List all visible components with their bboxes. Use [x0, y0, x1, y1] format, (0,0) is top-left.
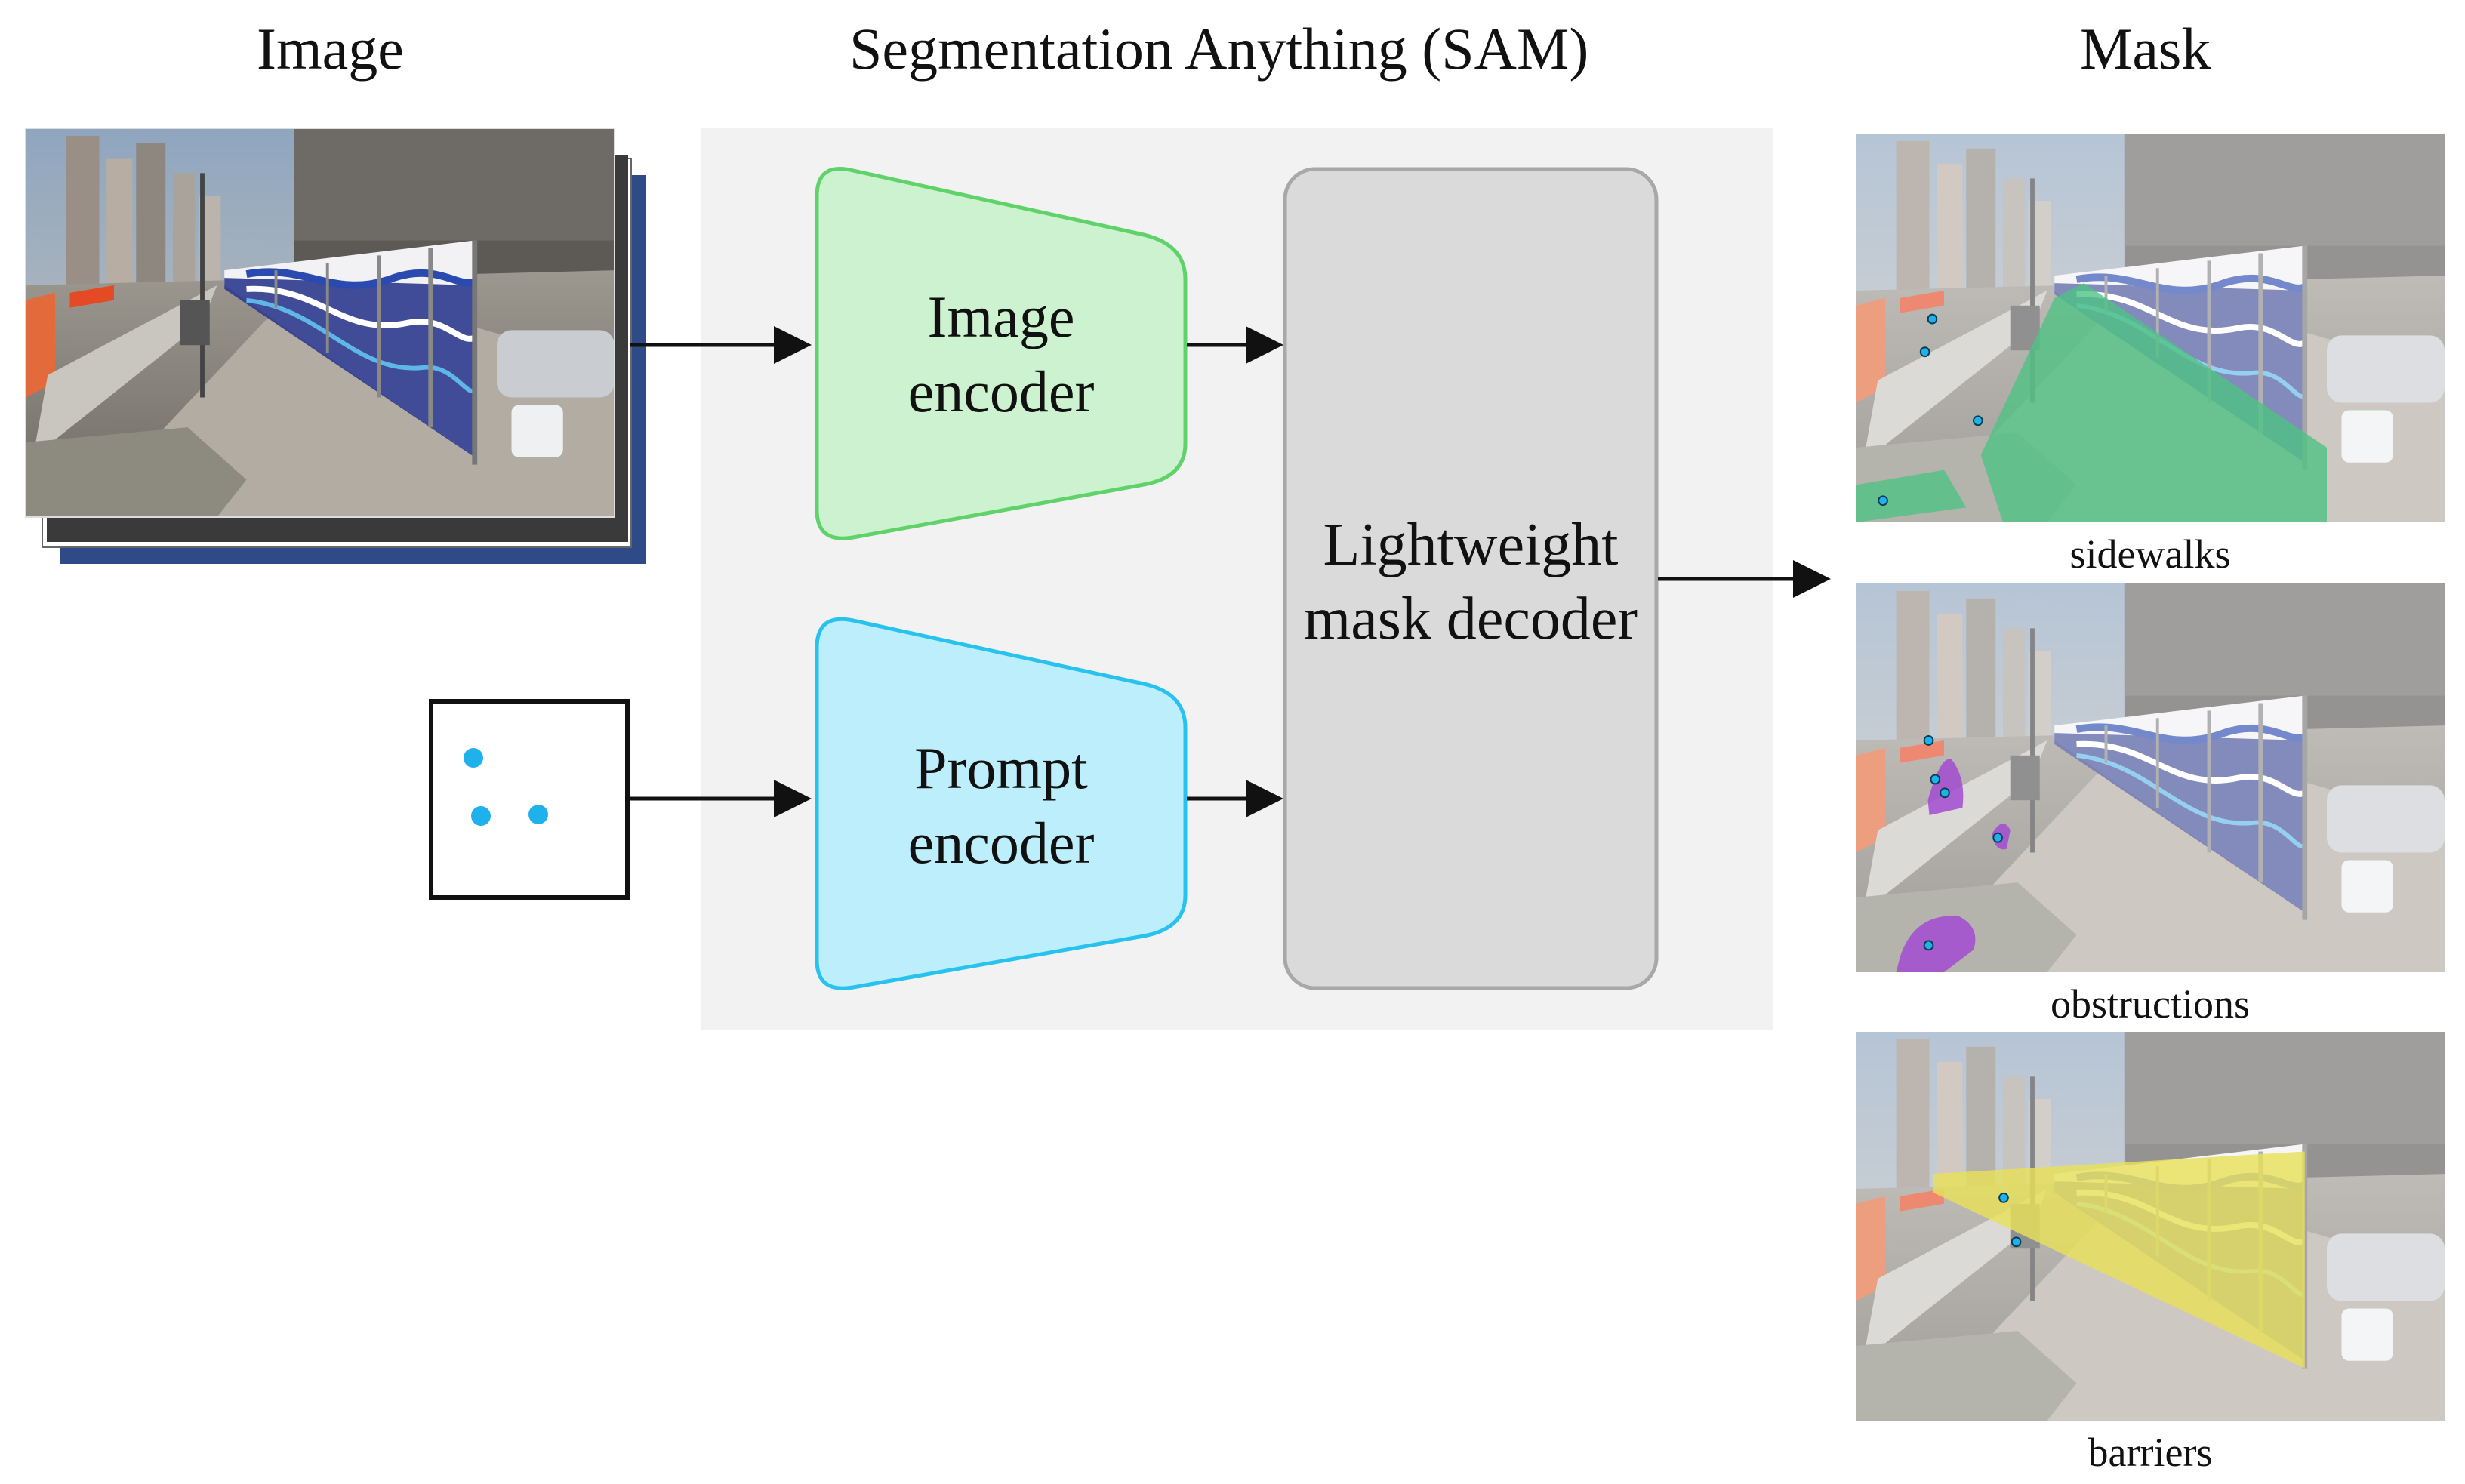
mask-output-obstructions: obstructions: [1856, 583, 2445, 1027]
obstruction-mask-region: [1927, 759, 1964, 816]
prompt-point: [471, 806, 491, 826]
sidewalk-mask-region: [1980, 283, 2327, 522]
mask-prompt-point: [2011, 1236, 2022, 1248]
mask-prompt-point: [1919, 346, 1930, 358]
mask-caption-sidewalks: sidewalks: [2070, 531, 2231, 577]
mask-prompt-point: [1992, 832, 2003, 843]
image-header: Image: [257, 16, 404, 82]
obstruction-mask-region: [1896, 916, 1976, 972]
mask-prompt-point: [1878, 495, 1888, 506]
barrier-mask-region: [1933, 1151, 2305, 1369]
mask-prompt-point: [1940, 787, 1950, 799]
sam-header: Segmentation Anything (SAM): [849, 16, 1589, 82]
mask-prompt-point: [1930, 774, 1941, 785]
mask-header: Mask: [2080, 16, 2211, 82]
mask-prompt-point: [1923, 940, 1934, 951]
image-encoder-label-line2: encoder: [908, 359, 1095, 424]
prompt-point: [464, 748, 483, 768]
mask-output-sidewalks: sidewalks: [1856, 134, 2445, 577]
input-image-stack: [25, 128, 646, 564]
prompt-point: [528, 805, 548, 824]
image-encoder-label-line1: Image: [928, 284, 1075, 349]
input-image: [26, 128, 615, 517]
prompt-encoder-label-line1: Prompt: [914, 735, 1088, 801]
mask-prompt-point: [1923, 735, 1934, 746]
mask-prompt-point: [1998, 1192, 2009, 1203]
mask-prompt-point: [1927, 313, 1938, 325]
mask-caption-barriers: barriers: [2088, 1430, 2213, 1475]
mask-prompt-point: [1973, 415, 1983, 426]
prompt-encoder-block: Prompt encoder: [815, 617, 1188, 990]
prompt-encoder-label-line2: encoder: [908, 810, 1095, 876]
mask-output-barriers: barriers: [1856, 1032, 2445, 1475]
mask-decoder-block: Lightweight mask decoder: [1283, 167, 1659, 990]
mask-decoder-label-line2: mask decoder: [1304, 586, 1638, 652]
mask-decoder-label-line1: Lightweight: [1323, 512, 1618, 578]
sidewalk-mask-region: [1856, 470, 1967, 522]
image-encoder-block: Image encoder: [815, 167, 1188, 540]
prompt-points-box: [429, 699, 630, 900]
mask-caption-obstructions: obstructions: [2051, 981, 2250, 1027]
